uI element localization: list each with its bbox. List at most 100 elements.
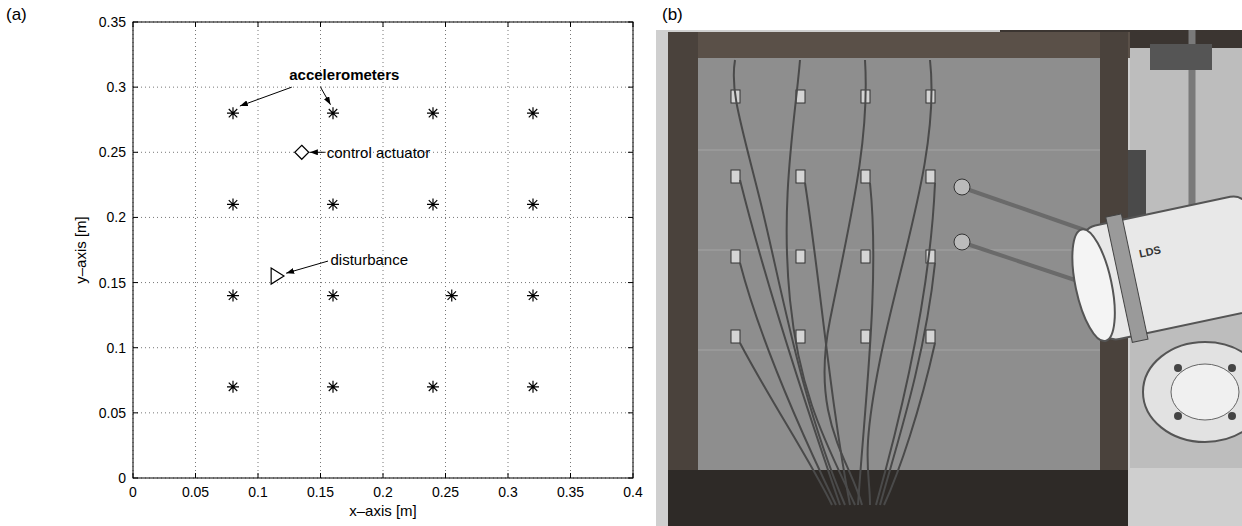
bolt xyxy=(1228,364,1236,372)
axis-tick xyxy=(258,473,259,478)
tick-label: 0 xyxy=(129,485,137,499)
actuator-marker xyxy=(295,145,309,159)
accelerometer-marker xyxy=(227,381,239,393)
shaker-face xyxy=(1064,226,1123,345)
tick-label: 0 xyxy=(118,471,126,485)
leader-line xyxy=(321,87,331,105)
accelerometer-marker xyxy=(427,107,439,119)
tick-label: 0.05 xyxy=(182,485,209,499)
cable xyxy=(876,183,935,505)
tick-label: 0.3 xyxy=(498,485,517,499)
bolt xyxy=(1174,412,1182,420)
accelerometer-marker xyxy=(527,198,539,210)
axis-tick xyxy=(570,473,571,478)
tick-label: 0.35 xyxy=(99,15,126,29)
tick-label: 0.25 xyxy=(99,145,126,159)
stinger-rod xyxy=(955,185,1090,232)
cable xyxy=(824,60,865,505)
accelerometer-marker xyxy=(327,381,339,393)
grid-line xyxy=(508,22,509,478)
axis-tick xyxy=(628,152,633,153)
axis-tick xyxy=(628,347,633,348)
axis-tick xyxy=(133,87,138,88)
axis-tick xyxy=(195,22,196,27)
panel-seam xyxy=(698,350,1100,351)
cable-bundle xyxy=(734,60,935,505)
axis-tick xyxy=(508,22,509,27)
axis-tick xyxy=(133,412,138,413)
panel-letter: (b) xyxy=(662,6,683,23)
box-top-lip xyxy=(668,32,1130,58)
bracket xyxy=(1150,44,1212,70)
accelerometer xyxy=(796,330,805,343)
axis-tick xyxy=(383,473,384,478)
grid-line xyxy=(195,22,196,478)
leader-line xyxy=(310,152,325,153)
cable xyxy=(884,343,935,505)
accelerometer-marker xyxy=(227,290,239,302)
tick-label: 0.1 xyxy=(248,485,267,499)
accelerometer xyxy=(796,170,805,183)
annotation: disturbance xyxy=(331,252,409,267)
accelerometer xyxy=(731,170,740,183)
position-plot xyxy=(133,22,633,478)
axis-tick xyxy=(383,22,384,27)
stinger-nut xyxy=(954,179,970,195)
accelerometer-marker xyxy=(327,290,339,302)
cable xyxy=(858,183,873,505)
bolt xyxy=(1228,412,1236,420)
accelerometer xyxy=(731,330,740,343)
accelerometer-marker xyxy=(427,198,439,210)
tick-label: 0.15 xyxy=(99,276,126,290)
box-floor xyxy=(668,470,1128,526)
cable xyxy=(740,263,836,505)
accelerometer-marker xyxy=(227,198,239,210)
tick-label: 0.15 xyxy=(307,485,334,499)
axis-tick xyxy=(133,282,138,283)
accelerometer-marker xyxy=(446,290,458,302)
axis-title: x–axis [m] xyxy=(349,503,417,518)
leader-line xyxy=(240,87,292,106)
tick-label: 0.1 xyxy=(107,341,126,355)
annotation: control actuator xyxy=(327,145,430,160)
grid-line xyxy=(383,22,384,478)
axis-tick xyxy=(195,473,196,478)
grid-line xyxy=(133,87,633,88)
tick-label: 0.05 xyxy=(99,406,126,420)
accelerometer-marker xyxy=(527,381,539,393)
axis-tick xyxy=(445,473,446,478)
axis-tick xyxy=(628,87,633,88)
grid-line xyxy=(570,22,571,478)
accelerometer xyxy=(861,250,870,263)
grid-line xyxy=(320,22,321,478)
stinger-nut xyxy=(954,234,970,250)
axis-tick xyxy=(628,282,633,283)
accelerometer-marker xyxy=(427,381,439,393)
accelerometer xyxy=(731,250,740,263)
accelerometer-marker xyxy=(327,107,339,119)
cable xyxy=(787,60,855,505)
brand-logo: LDS xyxy=(1138,244,1162,259)
accelerometer-marker xyxy=(227,107,239,119)
tick-label: 0.3 xyxy=(107,80,126,94)
panel-letter: (a) xyxy=(6,6,27,23)
axis-tick xyxy=(628,412,633,413)
axis-tick xyxy=(628,217,633,218)
tick-label: 0.35 xyxy=(557,485,584,499)
leader-line xyxy=(286,261,328,273)
shaker-face xyxy=(1171,364,1239,420)
plate-panel xyxy=(698,58,1100,470)
axis-tick xyxy=(258,22,259,27)
cable xyxy=(740,343,832,505)
shaker-body xyxy=(1143,342,1242,442)
axis-tick xyxy=(133,152,138,153)
accelerometer xyxy=(861,330,870,343)
accelerometer xyxy=(926,170,935,183)
accelerometer-marker xyxy=(527,290,539,302)
grid-line xyxy=(133,347,633,348)
disturbance-marker xyxy=(271,268,284,284)
grid-line xyxy=(133,217,633,218)
grid-line xyxy=(258,22,259,478)
